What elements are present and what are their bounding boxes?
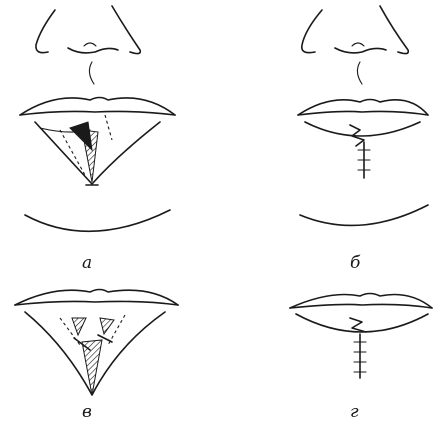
philtrum-line	[89, 62, 94, 84]
repaired-lip-illustration	[290, 294, 432, 379]
philtrum-line	[357, 62, 362, 84]
nose-illustration	[36, 6, 140, 54]
panel-a-drawing	[20, 6, 175, 231]
nose-illustration	[302, 6, 409, 54]
panel-c-drawing	[15, 290, 178, 396]
panel-b-drawing	[298, 6, 428, 225]
cleft-lip-illustration	[15, 290, 178, 396]
panel-caption-a: а	[82, 255, 92, 272]
panel-caption-c: в	[82, 404, 92, 421]
chin-line	[300, 205, 428, 225]
cleft-lip-illustration	[20, 98, 175, 186]
panel-caption-b: б	[350, 255, 360, 272]
repaired-lip-illustration	[298, 100, 428, 179]
panel-caption-d: г	[350, 404, 359, 421]
chin-line	[25, 210, 170, 231]
panel-d-drawing	[290, 294, 432, 379]
